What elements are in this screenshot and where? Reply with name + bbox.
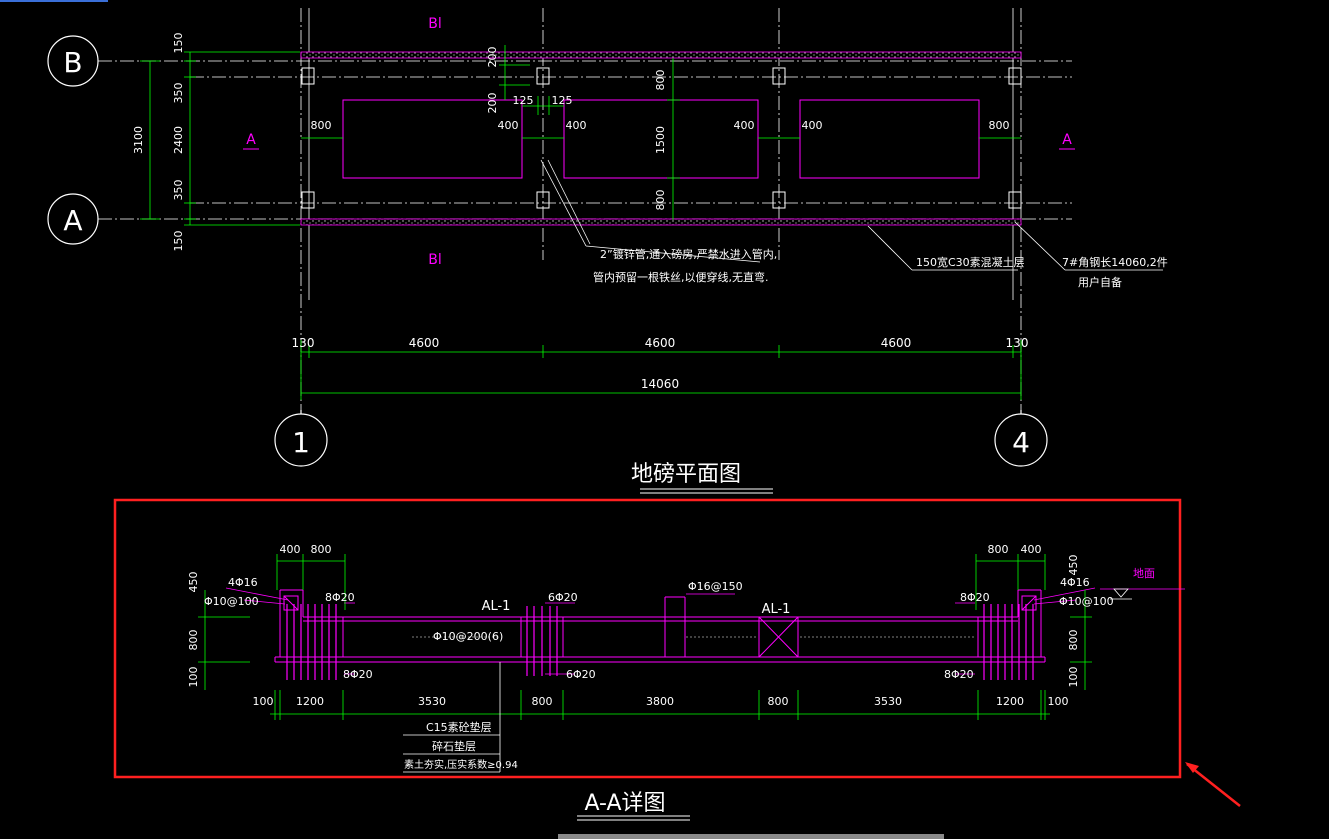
- sec-dim-400-left: 400: [280, 543, 301, 556]
- sec-dim-450-left: 450: [187, 572, 200, 593]
- dim-14060: 14060: [641, 377, 679, 391]
- dim-400-b: 400: [566, 119, 587, 132]
- sec-rebar-phi10-200: Φ10@200(6): [433, 630, 503, 643]
- axis-label-4: 4: [1012, 426, 1030, 459]
- dim-4600-c: 4600: [881, 336, 912, 350]
- axis-lines: [98, 8, 1072, 410]
- dim-v800-bottom: 800: [654, 190, 667, 211]
- note-angle-line2: 用户自备: [1078, 275, 1122, 289]
- sec-rebar-phi10-left: Φ10@100: [204, 595, 259, 608]
- dim-400-d: 400: [802, 119, 823, 132]
- axis-bubble-b: [47, 35, 99, 87]
- sec-layer-c15: C15素砼垫层: [426, 720, 492, 734]
- axis-label-a: A: [63, 204, 82, 237]
- dim-125-b: 125: [552, 94, 573, 107]
- sec-dim-800-right: 800: [988, 543, 1009, 556]
- sec-dim-1200-b: 1200: [996, 695, 1024, 708]
- dim-800-right: 800: [989, 119, 1010, 132]
- sec-label-al1-right: AL-1: [762, 602, 791, 617]
- sec-dim-800-a: 800: [532, 695, 553, 708]
- dim-2400: 2400: [172, 126, 185, 154]
- sec-dim-100-b: 100: [1048, 695, 1069, 708]
- sec-rebar-phi10-right: Φ10@100: [1059, 595, 1114, 608]
- dim-400-a: 400: [498, 119, 519, 132]
- concrete-strip-top: [300, 51, 1022, 59]
- axis-label-1: 1: [292, 426, 310, 459]
- stirrups-left: [286, 604, 337, 680]
- sec-layer-gravel: 碎石垫层: [432, 739, 476, 753]
- section-mark-left: A: [246, 132, 256, 148]
- pit-left: [342, 99, 523, 179]
- stirrups-middle: [526, 606, 558, 676]
- sec-rebar-8phi20-bot-right: 8Φ20: [944, 668, 974, 681]
- sec-dim-100-a: 100: [253, 695, 274, 708]
- sec-dim-800-v-right: 800: [1067, 630, 1080, 651]
- sec-rebar-4phi16-left: 4Φ16: [228, 576, 258, 589]
- sec-dim-3530-a: 3530: [418, 695, 446, 708]
- sec-layer-soil: 素土夯实,压实系数≥0.94: [404, 758, 518, 771]
- dim-400-c: 400: [734, 119, 755, 132]
- bottom-dimension-lines: [300, 340, 1022, 400]
- sec-rebar-8phi20-top-left: 8Φ20: [325, 591, 355, 604]
- stirrups-right: [983, 604, 1034, 680]
- sec-dim-800-b: 800: [768, 695, 789, 708]
- sec-dim-100-v-left: 100: [187, 667, 200, 688]
- sec-rebar-phi16-150: Φ16@150: [688, 580, 743, 593]
- section-mark-right: A: [1062, 132, 1072, 148]
- dim-350-bottom: 350: [172, 180, 185, 201]
- section-mark-top: Bl: [428, 16, 442, 32]
- sec-dim-3800: 3800: [646, 695, 674, 708]
- horizontal-scrollbar[interactable]: [558, 834, 944, 839]
- sec-dim-1200-a: 1200: [296, 695, 324, 708]
- note-concrete: 150宽C30素混凝土层: [916, 255, 1025, 269]
- section-mark-bottom: Bl: [428, 252, 442, 268]
- dim-200-b: 200: [486, 93, 499, 114]
- dim-130-left: 130: [292, 336, 315, 350]
- pit-right: [799, 99, 980, 179]
- note-pipe-line1: 2”镀锌管,通入磅房,严禁水进入管内,: [600, 247, 777, 261]
- dim-v1500: 1500: [654, 126, 667, 154]
- section-view: 400 800 800 400 450 800 100 450 800 100 …: [113, 498, 1241, 821]
- column-markers: [301, 67, 1022, 209]
- sec-ground-label: 地面: [1133, 567, 1155, 580]
- plan-title: 地磅平面图: [631, 462, 741, 487]
- dim-3100: 3100: [132, 126, 145, 154]
- sec-dim-400-right: 400: [1021, 543, 1042, 556]
- highlight-box: [113, 498, 1182, 779]
- pit-middle: [563, 99, 759, 179]
- concrete-strip-bottom: [300, 218, 1022, 226]
- highlight-arrow: [1186, 763, 1241, 807]
- sec-rebar-6phi20-top: 6Φ20: [548, 591, 578, 604]
- sec-rebar-8phi20-bot-left: 8Φ20: [343, 668, 373, 681]
- sec-dim-800-left: 800: [311, 543, 332, 556]
- sec-rebar-6phi20-bot: 6Φ20: [566, 668, 596, 681]
- dim-150-top: 150: [172, 33, 185, 54]
- sec-rebar-8phi20-top-right: 8Φ20: [960, 591, 990, 604]
- dim-4600-a: 4600: [409, 336, 440, 350]
- note-pipe-line2: 管内预留一根铁丝,以便穿线,无直弯.: [593, 270, 769, 284]
- dim-4600-b: 4600: [645, 336, 676, 350]
- sec-dim-3530-b: 3530: [874, 695, 902, 708]
- sec-rebar-4phi16-right: 4Φ16: [1060, 576, 1090, 589]
- pits: [342, 99, 980, 179]
- left-dimension-lines: [140, 51, 300, 226]
- dim-800-left: 800: [311, 119, 332, 132]
- note-angle-line1: 7#角钢长14060,2件: [1062, 256, 1168, 269]
- dim-150-bottom: 150: [172, 231, 185, 252]
- window-top-accent: [0, 0, 108, 2]
- dim-200-a: 200: [486, 47, 499, 68]
- axis-bubble-a: [47, 193, 99, 245]
- axis-label-b: B: [63, 46, 82, 79]
- dim-350-top: 350: [172, 83, 185, 104]
- sec-label-al1-left: AL-1: [482, 599, 511, 614]
- dim-125-a: 125: [513, 94, 534, 107]
- dim-130-right: 130: [1006, 336, 1029, 350]
- dim-v800-top: 800: [654, 70, 667, 91]
- section-title: A-A详图: [584, 791, 665, 816]
- sec-dim-450-right: 450: [1067, 555, 1080, 576]
- plan-view: B A 1 4 Bl Bl A A 150 350 2400: [47, 8, 1168, 494]
- sec-dim-800-v-left: 800: [187, 630, 200, 651]
- sec-dim-100-v-right: 100: [1067, 667, 1080, 688]
